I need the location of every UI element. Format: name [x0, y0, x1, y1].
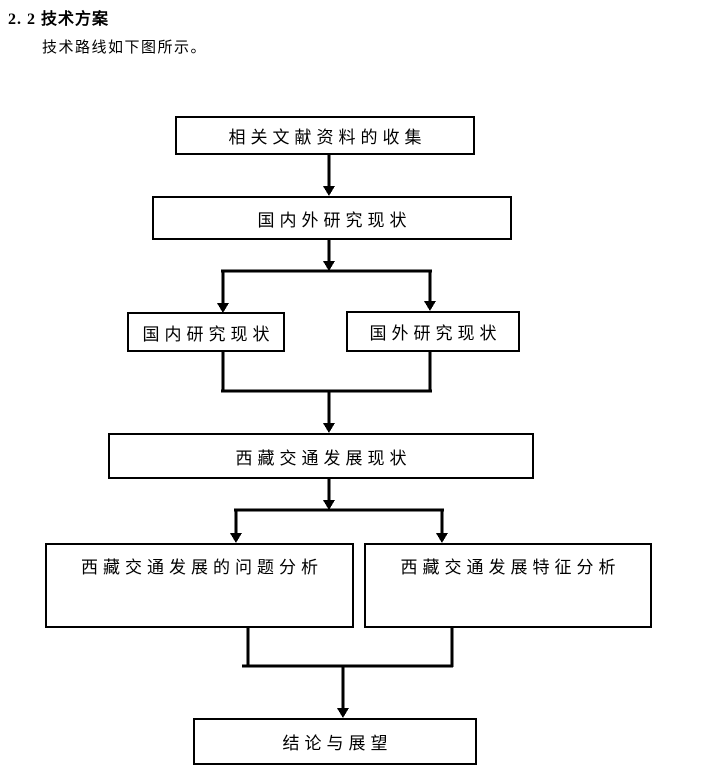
flow-node-label: 国外研究现状 [369, 324, 502, 343]
flow-node-label: 西藏交通发展的问题分析 [81, 558, 323, 577]
section-number: 2. 2 [8, 11, 36, 28]
connector-arrow-b-split [323, 240, 335, 271]
section-title: 技术方案 [41, 11, 110, 28]
flow-node-label: 国内外研究现状 [257, 210, 412, 230]
flow-node-foreign-research-status: 国外研究现状 [346, 311, 520, 352]
flow-node-label: 相关文献资料的收集 [228, 128, 427, 147]
flow-node-conclusion-outlook: 结论与展望 [193, 718, 477, 765]
flow-node-domestic-research-status: 国内研究现状 [127, 312, 285, 352]
section-heading: 2. 2 技术方案 [8, 5, 109, 29]
connector-arrow-a-b [323, 155, 335, 196]
flow-node-feature-analysis: 西藏交通发展特征分析 [364, 543, 652, 628]
connector-split-domestic-foreign [217, 269, 436, 313]
flow-node-label: 国内研究现状 [142, 324, 275, 344]
connector-merge-to-tibet-status [221, 352, 432, 433]
flow-node-label: 结论与展望 [282, 734, 393, 753]
flow-node-label: 西藏交通发展现状 [235, 448, 412, 468]
flow-node-problem-analysis: 西藏交通发展的问题分析 [45, 543, 354, 628]
flow-node-literature-collection: 相关文献资料的收集 [175, 116, 475, 155]
connector-split-analysis [230, 508, 448, 543]
flow-node-research-status-overview: 国内外研究现状 [152, 196, 512, 240]
flow-node-tibet-transport-status: 西藏交通发展现状 [108, 433, 534, 479]
flow-node-label: 西藏交通发展特征分析 [400, 558, 621, 577]
intro-text: 技术路线如下图所示。 [42, 40, 208, 56]
connector-merge-to-conclusion [242, 628, 454, 718]
connector-arrow-e-split [323, 479, 335, 510]
